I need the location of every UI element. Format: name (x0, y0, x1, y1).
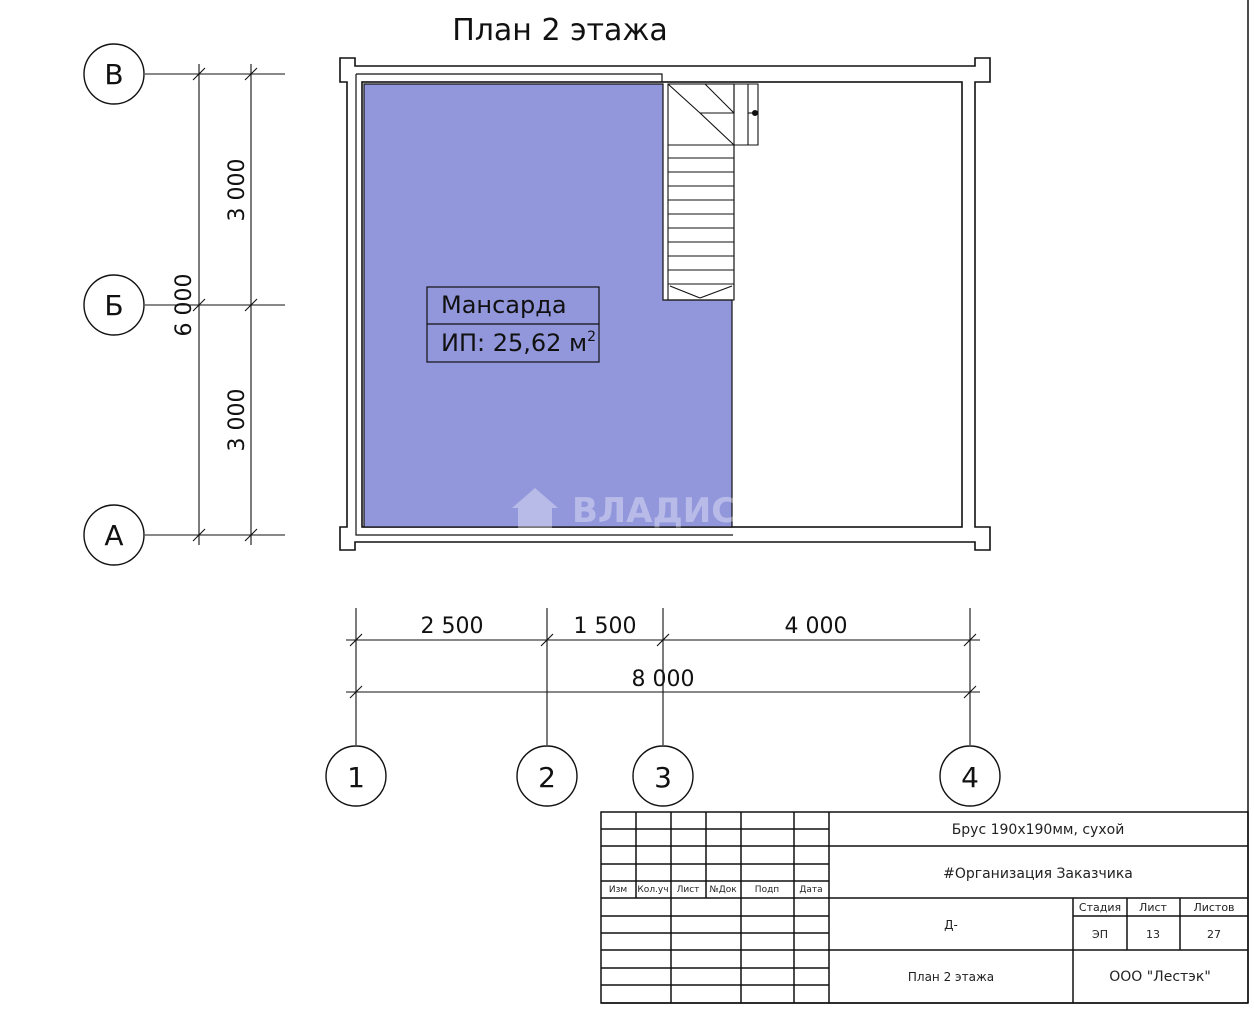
axis-marker-4: 4 (939, 745, 1001, 807)
room-name: Мансарда (441, 291, 567, 319)
tb-organization: #Организация Заказчика (943, 866, 1133, 882)
horizontal-dimensions (346, 608, 980, 745)
watermark-text: ВЛАДИС (572, 491, 736, 531)
tb-sheets-header: Листов (1193, 901, 1234, 914)
tb-stage-header: Стадия (1079, 901, 1121, 914)
dim-vertical-bottom: 3 000 (225, 389, 250, 452)
axis-marker-b: Б (83, 274, 145, 336)
dim-vertical-total: 6 000 (172, 274, 197, 337)
dim-vertical-top: 3 000 (225, 159, 250, 222)
dim-horizontal-1: 2 500 (421, 614, 484, 639)
vertical-dimensions (145, 64, 285, 545)
dim-horizontal-2: 1 500 (574, 614, 637, 639)
title-block (600, 0, 1249, 1004)
tb-project-code: Д- (944, 918, 958, 932)
tb-header-ndok: №Док (709, 885, 737, 895)
tb-material: Брус 190х190мм, сухой (952, 822, 1125, 838)
axis-label-b: Б (104, 289, 123, 322)
dim-horizontal-3: 4 000 (785, 614, 848, 639)
tb-header-data: Дата (799, 885, 822, 895)
plan-title: План 2 этажа (452, 13, 668, 48)
staircase (667, 83, 759, 301)
axis-marker-v: В (83, 43, 145, 105)
axis-label-a: А (104, 519, 123, 552)
tb-company: ООО "Лестэк" (1109, 969, 1211, 985)
axis-label-4: 4 (961, 761, 979, 794)
tb-sheet-name: План 2 этажа (908, 970, 994, 984)
axis-label-1: 1 (347, 761, 365, 794)
tb-header-podp: Подп (755, 885, 779, 895)
tb-header-list: Лист (677, 885, 700, 895)
axis-marker-2: 2 (516, 745, 578, 807)
tb-stage: ЭП (1092, 928, 1108, 941)
axis-marker-3: 3 (632, 745, 694, 807)
axis-label-v: В (104, 58, 123, 91)
dim-horizontal-total: 8 000 (632, 667, 695, 692)
tb-header-koluch: Кол.уч (637, 885, 668, 895)
tb-sheet: 13 (1146, 928, 1160, 941)
tb-sheets: 27 (1207, 928, 1221, 941)
room-label: Мансарда ИП: 25,62 м2 (426, 286, 600, 363)
axis-marker-a: А (83, 504, 145, 566)
room-area: ИП: 25,62 м2 (441, 329, 596, 357)
watermark: ВЛАДИС (512, 488, 736, 531)
axis-marker-1: 1 (325, 745, 387, 807)
tb-sheet-header: Лист (1139, 901, 1167, 914)
axis-label-2: 2 (538, 761, 556, 794)
axis-label-3: 3 (654, 761, 672, 794)
tb-header-izm: Изм (609, 885, 627, 895)
